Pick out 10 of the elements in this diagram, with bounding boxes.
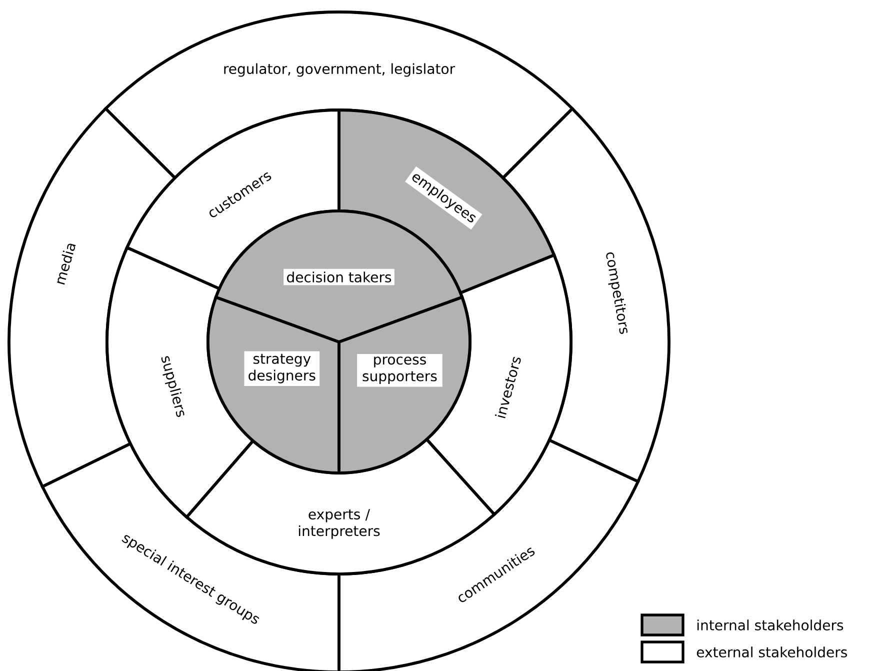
sector-label: experts / interpreters: [298, 509, 380, 539]
legend-label: internal stakeholders: [697, 620, 844, 630]
sector-label: competitors: [606, 252, 628, 334]
sector-label: decision takers: [284, 268, 394, 286]
sector-label: strategy designers: [244, 351, 320, 386]
sector-label: media: [57, 244, 76, 285]
sector-label: regulator, government, legislator: [224, 63, 456, 77]
sector-label: process supporters: [357, 354, 442, 387]
legend-label: external stakeholders: [696, 646, 847, 658]
sector-label: suppliers: [161, 356, 184, 417]
